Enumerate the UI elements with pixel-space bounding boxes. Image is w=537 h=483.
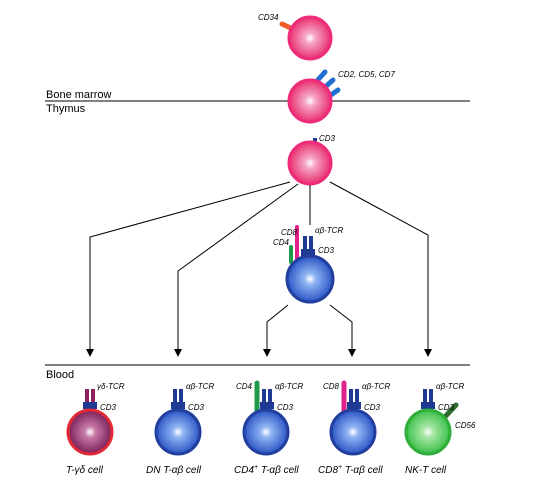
t-gd-cell: γδ-TCR CD3 T-γδ cell	[66, 382, 125, 476]
cd8-t-ab-cell: CD8 αβ-TCR CD3 CD8+ T-αβ cell	[318, 380, 390, 476]
cd3-label-nk: CD3	[438, 403, 455, 412]
gd-tcr-label: γδ-TCR	[97, 382, 125, 391]
cd3-complex-dn	[171, 402, 185, 409]
arrow-to-cd8-t-ab	[329, 304, 356, 357]
ab-tcr-left-chain-nk	[423, 389, 427, 407]
double-positive-body	[285, 254, 335, 304]
nk-t-cell: αβ-TCR CD3 CD56 NK-T cell	[404, 382, 476, 476]
stem-cell-body	[287, 15, 333, 61]
ab-tcr-label-dp: αβ-TCR	[315, 226, 343, 235]
cd4-t-ab-cell-label: CD4+ T-αβ cell	[234, 464, 299, 476]
ab-tcr-left-chain	[303, 236, 307, 254]
double-positive-thymocyte: CD8 αβ-TCR CD4 CD3	[273, 225, 343, 304]
cd4-t-ab-cell: CD4 αβ-TCR CD3 CD4+ T-αβ cell	[234, 380, 303, 476]
dn-t-ab-cell: αβ-TCR CD3 DN T-αβ cell	[146, 382, 214, 476]
arrow-to-dn-t-ab	[174, 183, 299, 357]
t-gd-cell-label: T-γδ cell	[66, 465, 104, 476]
region-label-blood: Blood	[46, 369, 74, 381]
cd8-t-ab-cell-label: CD8+ T-αβ cell	[318, 464, 383, 476]
region-label-bone-marrow: Bone marrow	[46, 89, 111, 101]
arrow-to-t-gd	[86, 181, 291, 357]
cd34-label: CD34	[258, 13, 279, 22]
cd56-label: CD56	[455, 421, 476, 430]
thymocyte-cd3: CD3	[287, 134, 336, 186]
ab-tcr-right-chain-nk	[429, 389, 433, 407]
ab-tcr-label-nk: αβ-TCR	[436, 382, 464, 391]
ab-tcr-label-dn: αβ-TCR	[186, 382, 214, 391]
ab-tcr-left-chain-dn	[173, 389, 177, 407]
t-gd-cell-body	[66, 408, 114, 456]
region-label-thymus: Thymus	[46, 103, 86, 115]
nk-t-cell-label: NK-T cell	[405, 465, 447, 476]
cd3-complex-t-gd	[83, 402, 97, 409]
ab-tcr-left-chain-cd4	[262, 389, 266, 407]
ab-tcr-right-chain	[309, 236, 313, 254]
cd4-label-dp: CD4	[273, 238, 290, 247]
ab-tcr-right-chain-dn	[179, 389, 183, 407]
cd3-label-cd8: CD3	[364, 403, 381, 412]
cd8-t-ab-cell-body	[329, 408, 377, 456]
cd3-label-cd4: CD3	[277, 403, 294, 412]
gd-tcr-left-chain	[85, 389, 89, 407]
cd8-label-dp: CD8	[281, 228, 298, 237]
progenitor-cell-cd2-cd5-cd7: CD2, CD5, CD7	[287, 69, 395, 124]
progenitor-cell-body	[287, 78, 333, 124]
cd4-label-cd4-cell: CD4	[236, 382, 253, 391]
stem-cell-cd34: CD34	[258, 13, 333, 61]
ab-tcr-right-chain-cd8	[355, 389, 359, 407]
cd3-label-dp: CD3	[318, 246, 335, 255]
cd2-cd5-cd7-label: CD2, CD5, CD7	[338, 70, 395, 79]
cd3-complex-nk	[421, 402, 435, 409]
dn-t-ab-cell-label: DN T-αβ cell	[146, 465, 202, 476]
cd3-complex-cd4	[260, 402, 274, 409]
cd3-label-dn: CD3	[188, 403, 205, 412]
ab-tcr-left-chain-cd8	[349, 389, 353, 407]
cd3-marker	[313, 138, 317, 144]
gd-tcr-right-chain	[91, 389, 95, 407]
cd3-label-t-gd: CD3	[100, 403, 117, 412]
cd3-complex-dp	[301, 249, 315, 256]
nk-t-cell-body	[404, 408, 452, 456]
dn-t-ab-cell-body	[154, 408, 202, 456]
cd3-complex-cd8	[347, 402, 361, 409]
ab-tcr-label-cd4: αβ-TCR	[275, 382, 303, 391]
arrow-to-nk-t	[329, 181, 432, 357]
cd4-t-ab-cell-body	[242, 408, 290, 456]
ab-tcr-right-chain-cd4	[268, 389, 272, 407]
ab-tcr-label-cd8: αβ-TCR	[362, 382, 390, 391]
cd8-label-cd8-cell: CD8	[323, 382, 340, 391]
arrow-to-cd4-t-ab	[263, 304, 289, 357]
thymocyte-body	[287, 140, 333, 186]
cd3-label-thymocyte: CD3	[319, 134, 336, 143]
differentiation-arrows	[86, 181, 432, 357]
